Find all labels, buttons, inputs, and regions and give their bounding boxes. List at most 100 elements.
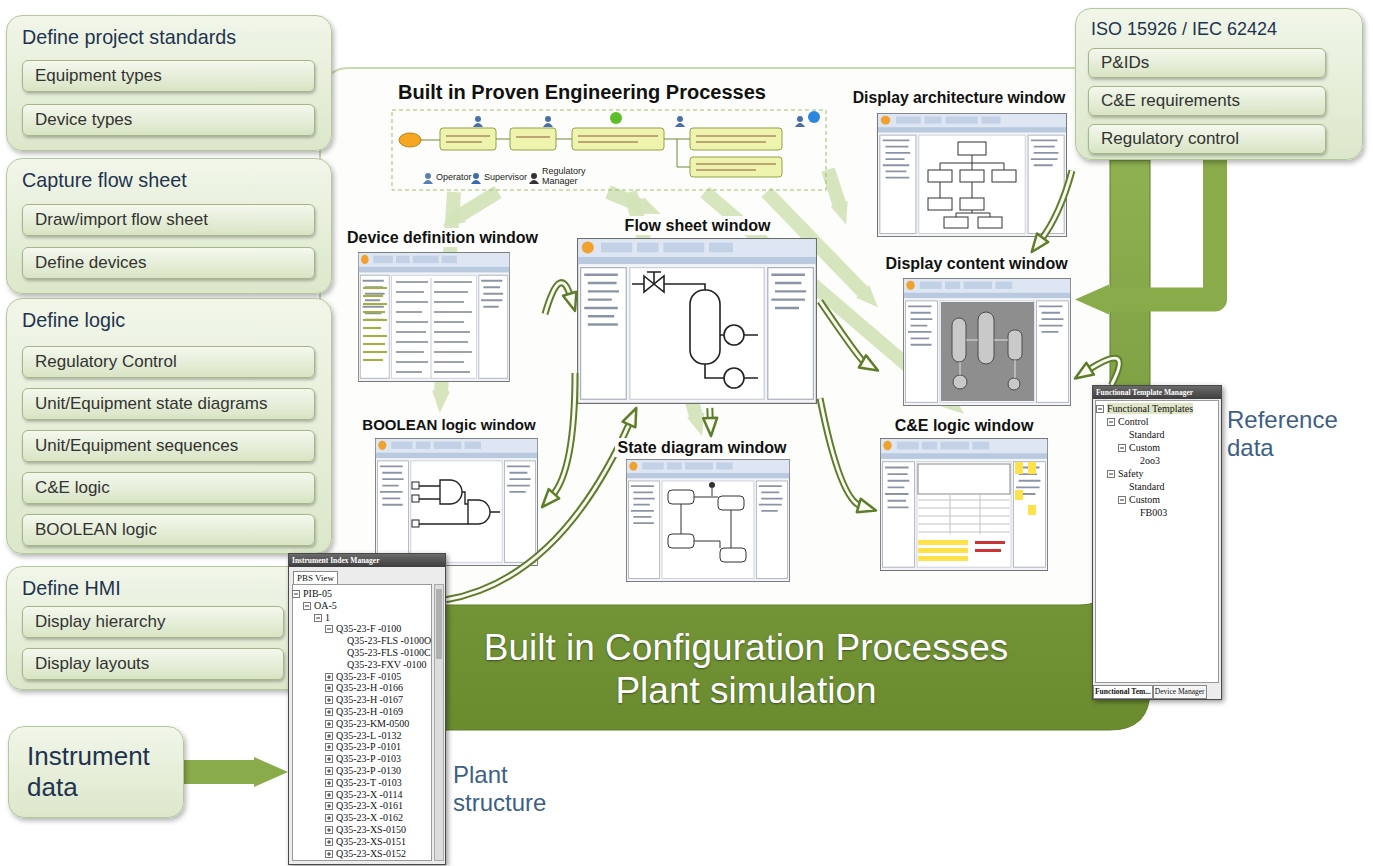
title-bar: Functional Template Manager [1093,386,1221,399]
tree-item-label: Functional Templates [1107,403,1193,414]
task-box: BOOLEAN logic [22,514,315,546]
task-box: Regulatory Control [22,346,315,378]
boolean-logic-screenshot-part [412,520,419,527]
arrow-head [623,408,637,427]
tree-item: Q35-23-H -0167 [336,694,403,705]
tree-toggle-part [327,852,331,856]
tab-row: Functional Tem...Device Manager [1093,685,1221,699]
display-content-screenshot-part [978,312,994,364]
flow-sheet-screenshot-part [647,272,661,284]
process-picture-box: Built in Proven Engineering ProcessesOpe… [388,80,828,192]
cause-effect-screenshot-part [975,541,1005,552]
tree-toggle [292,590,300,598]
window-box: Display content window [878,252,1075,410]
tree-item: Q35-23-P -0130 [336,765,401,776]
flow-sheet-screenshot-part [632,284,705,290]
tree-toggle-part [1108,419,1115,426]
task-box: Device types [22,104,315,136]
task-label: Define devices [35,253,147,273]
boolean-logic-screenshot-part [419,486,500,524]
cause-effect-screenshot-part [918,464,1010,494]
window-box: State diagram window [612,436,792,584]
legend-entry: Supervisor [484,172,527,182]
tree-toggle-part [326,827,333,834]
arrow-head [563,292,576,311]
window-box: Display architecture window [846,86,1072,240]
tree-toggle-part [327,675,331,679]
tree-toggle-part [327,781,331,785]
cause-effect-screenshot-part [975,549,1001,552]
tree-toggle-part [305,605,309,606]
tree-item: 2oo3 [1140,455,1160,466]
tree-toggle-part [326,838,333,845]
tree-toggle [325,850,333,858]
flow-arrow [820,301,878,370]
group-heading: Define project standards [22,24,331,50]
state-diagram-screenshot-part [709,482,715,488]
cause-effect-screenshot-part [1028,505,1036,515]
tree-item-label: Standard [1129,429,1165,440]
window-title: Display content window [882,254,1070,273]
instrument-index-panel: Instrument Index ManagerPBS ViewPIB-05OA… [288,553,446,865]
display-content-screenshot [903,278,1070,405]
workflow-picture-part [423,180,433,184]
arrow-shaft [552,373,575,496]
tree-item: Q35-23-F -0100 [336,623,401,634]
tree-item: Q35-23-F -0105 [336,671,401,682]
workflow-picture-part [423,173,539,184]
task-box: Draw/import flow sheet [22,204,315,236]
tree-toggle-part [316,617,320,618]
task-box: C&E logic [22,472,315,504]
tree-item-label: Q35-23-FLS -0100O [347,635,431,646]
boolean-logic-screenshot-part [419,480,500,524]
workflow-picture-part [545,116,551,122]
tree-item-label: Q35-23-KM-0500 [336,718,409,729]
tree-item: Standard [1129,481,1165,492]
tree-item: Q35-23-KM-0500 [336,718,409,729]
task-box: Regulatory control [1088,124,1326,154]
tree-toggle-part [326,815,333,822]
device-definition-screenshot-part [396,282,472,372]
workflow-picture-part [531,173,537,179]
tree-toggle [325,755,333,763]
tree-toggle-part [326,673,333,680]
tree-toggle-part [1120,448,1124,449]
tree-toggle [303,602,311,610]
task-group-box: Capture flow sheetDraw/import flow sheet… [6,158,332,294]
task-label: Unit/Equipment sequences [35,436,238,456]
boolean-logic-screenshot-part [468,500,490,524]
tree-toggle-part [1097,406,1104,413]
flow-arrow [1032,171,1072,252]
task-box: Unit/Equipment sequences [22,430,315,462]
display-architecture-screenshot-part [960,170,984,182]
window-title: Flow sheet window [622,216,774,235]
tree-toggle-part [327,722,331,726]
tree-item-label: Custom [1129,442,1160,453]
workflow-picture-part [440,128,496,150]
tree-toggle-part [326,732,333,739]
role-legend-label: Supervisor [484,172,527,182]
tree-toggle-part [1098,409,1102,410]
cause-effect-screenshot-part [918,540,968,545]
tree-item: Q35-23-P -0103 [336,753,401,764]
legend-entry: Operator [436,172,472,182]
window-box: C&E logic window [876,414,1052,575]
role-legend-label: Regulatory Manager [542,166,600,186]
task-label: Equipment types [35,66,162,86]
flow-arrow [820,398,876,512]
tree-item: Q35-23-FLS -0100C [347,647,431,658]
tree-item-label: Q35-23-H -0166 [336,682,403,693]
task-label: Device types [35,110,132,130]
tree-toggle-part [326,697,333,704]
tree-toggle [325,802,333,810]
tree-toggle [1107,418,1115,426]
flow-arrow [542,373,575,507]
flow-sheet-screenshot-part [578,239,817,404]
display-content-screenshot-part [1008,330,1022,360]
tree-toggle-part [326,779,333,786]
task-box: Display layouts [22,648,284,680]
workflow-picture-part [510,128,556,150]
tree-toggle-part [1119,445,1126,452]
task-label: Regulatory Control [35,352,177,372]
task-group-box: Define HMIDisplay hierarchyDisplay layou… [6,566,332,690]
